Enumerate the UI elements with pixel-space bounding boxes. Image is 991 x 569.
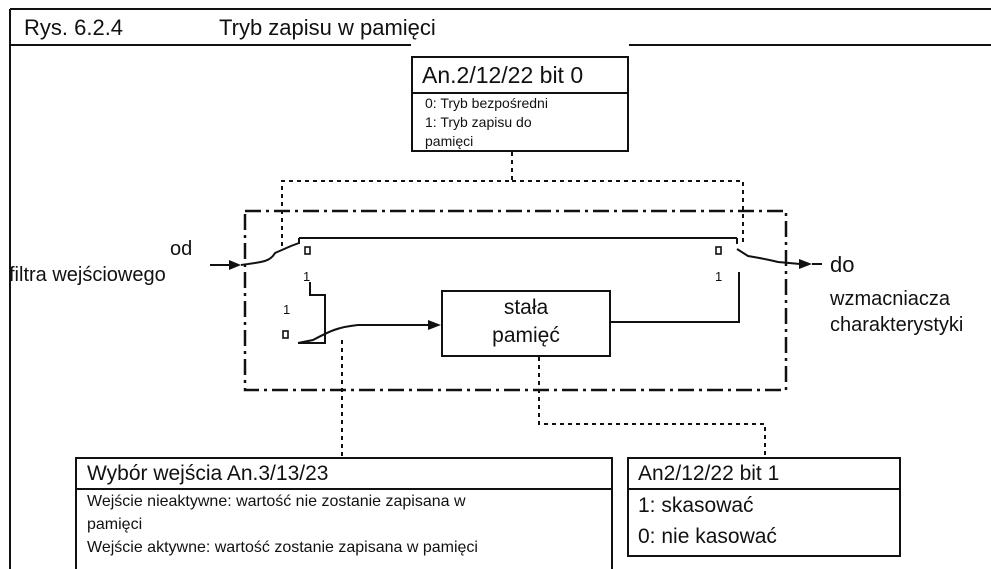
reset-option-keep: 0: nie kasować <box>638 525 777 548</box>
output-arrow-icon <box>799 259 812 269</box>
input-inactive-text: Wejście nieaktywne: wartość nie zostanie… <box>87 493 466 510</box>
input-active-text: Wejście aktywne: wartość zostanie zapisa… <box>87 539 478 556</box>
mode-option-memory: 1: Tryb zapisu do <box>425 114 532 130</box>
output-label-target-cont: charakterystyki <box>830 314 964 336</box>
mode-parameter-box: An.2/12/22 bit 0 0: Tryb bezpośredni 1: … <box>411 56 629 152</box>
mode-control-line-right <box>512 180 744 244</box>
memory-block: stała pamięć <box>441 290 611 357</box>
figure-title: Tryb zapisu w pamięci <box>219 15 436 40</box>
selector-switch-pin-1: 1 <box>283 302 291 317</box>
switch-contacts <box>282 246 722 339</box>
input-inactive-text-cont: pamięci <box>87 516 143 533</box>
mode-option-direct: 0: Tryb bezpośredni <box>425 95 548 111</box>
page-frame <box>9 8 991 569</box>
output-label-target: wzmacniacza <box>830 288 951 310</box>
input-selection-box: Wybór wejścia An.3/13/23 Wejście nieakty… <box>75 457 613 569</box>
mode-option-memory-cont: pamięci <box>425 133 474 149</box>
reset-parameter-box: An2/12/22 bit 1 1: skasować 0: nie kasow… <box>627 457 901 557</box>
output-label-to: do <box>830 252 855 277</box>
input-label-from: od <box>170 238 193 260</box>
input-switch-contact-0 <box>304 246 311 255</box>
memory-label-line2: pamięć <box>492 324 560 347</box>
mode-control-line <box>281 152 513 246</box>
input-label-source: filtra wejściowego <box>9 264 166 286</box>
reset-control-line <box>538 357 766 457</box>
output-switch-pin-1: 1 <box>715 269 723 284</box>
input-selection-header: Wybór wejścia An.3/13/23 <box>77 459 611 490</box>
signal-lines <box>210 237 822 344</box>
memory-label-line1: stała <box>503 296 549 319</box>
input-arrow-icon <box>229 260 241 270</box>
module-boundary <box>243 209 788 392</box>
mode-parameter-header: An.2/12/22 bit 0 <box>413 58 627 94</box>
control-lines <box>281 152 766 457</box>
output-switch-contact-0 <box>715 246 722 255</box>
memory-input-arrow-icon <box>428 320 441 330</box>
reset-parameter-header: An2/12/22 bit 1 <box>629 459 899 490</box>
selector-switch-contact-0 <box>282 330 289 339</box>
reset-option-clear: 1: skasować <box>638 494 754 517</box>
input-switch-pin-1: 1 <box>303 269 311 284</box>
figure-number: Rys. 6.2.4 <box>24 15 124 40</box>
